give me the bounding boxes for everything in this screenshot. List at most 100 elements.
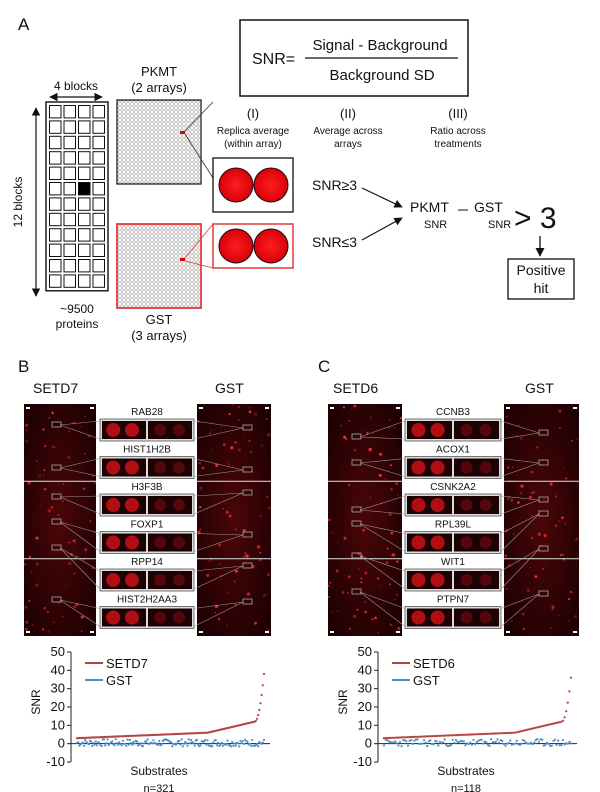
microarray-spot xyxy=(393,426,396,429)
connector xyxy=(500,513,540,534)
gst-point xyxy=(127,743,130,746)
microarray-spot xyxy=(84,453,86,455)
connector xyxy=(59,599,101,609)
inset-spot xyxy=(124,535,139,550)
gst-point xyxy=(496,738,499,741)
setd-point xyxy=(446,734,449,737)
gst-point xyxy=(386,739,389,742)
setd-point xyxy=(262,672,266,676)
gst-point xyxy=(87,743,90,746)
gst-point xyxy=(83,744,86,747)
microarray-spot xyxy=(226,510,229,514)
connector xyxy=(500,593,540,609)
gst-point xyxy=(246,740,249,743)
gst-point xyxy=(437,744,440,747)
gst-point xyxy=(467,742,470,746)
microarray-spot xyxy=(530,470,533,474)
microarray-spot xyxy=(27,481,31,485)
inset-spot xyxy=(411,535,426,550)
gst-point xyxy=(411,742,414,746)
microarray-spot xyxy=(374,616,377,620)
microarray-spot xyxy=(51,411,54,414)
connector xyxy=(193,492,244,497)
gst-point xyxy=(555,743,558,747)
setd-point xyxy=(496,732,499,735)
microarray-spot xyxy=(543,534,547,538)
panel-a: A SNR= Signal - Background Background SD… xyxy=(11,15,575,343)
gst-point xyxy=(178,739,181,743)
gst-point xyxy=(472,738,475,742)
gst-point xyxy=(103,738,106,741)
zoom-line xyxy=(184,101,214,132)
gst-point xyxy=(157,743,160,746)
pkmt-title: PKMT xyxy=(141,64,177,79)
setd-point xyxy=(560,720,563,723)
gst-point xyxy=(410,739,413,742)
gst-point xyxy=(219,743,222,746)
microarray-spot xyxy=(517,501,520,504)
microarray-spot xyxy=(254,621,257,625)
array-block-grid xyxy=(45,101,109,292)
microarray-spot xyxy=(504,554,507,557)
setd-point xyxy=(437,734,440,738)
setd-point xyxy=(472,733,475,736)
setd-point xyxy=(435,734,438,738)
setd-point xyxy=(453,734,456,737)
microarray-spot xyxy=(518,424,520,427)
microarray-spot xyxy=(328,518,331,522)
gst-point xyxy=(92,741,95,744)
connector xyxy=(500,432,540,440)
setd-point xyxy=(440,734,443,737)
connector xyxy=(359,591,406,609)
setd-point xyxy=(438,734,441,737)
gst-point xyxy=(491,741,494,744)
microarray-spot xyxy=(93,481,97,484)
microarray-spot xyxy=(28,555,32,559)
inset-spot xyxy=(124,610,139,625)
replica-spot xyxy=(218,167,254,203)
corner-marker xyxy=(573,631,577,633)
setd-point xyxy=(478,733,481,736)
gst-point xyxy=(232,744,235,747)
microarray-spot xyxy=(89,520,92,523)
connector xyxy=(193,427,244,440)
inset-spot xyxy=(106,573,121,587)
gst-point xyxy=(261,741,264,744)
protein-label: RAB28 xyxy=(131,407,163,418)
setd-point xyxy=(469,733,472,736)
gst-point xyxy=(395,742,398,745)
gst-point xyxy=(231,740,234,743)
microarray-spot xyxy=(76,555,79,558)
spot-box xyxy=(351,552,362,559)
gst-point xyxy=(470,743,473,746)
setd-point xyxy=(255,717,258,720)
gst-point xyxy=(218,744,221,748)
microarray-spot xyxy=(401,529,403,531)
microarray-spot xyxy=(543,498,545,501)
connector xyxy=(359,436,406,440)
chart-b-n: n=321 xyxy=(144,783,175,792)
array-block xyxy=(92,120,105,134)
microarray-spot xyxy=(505,587,508,590)
setd-point xyxy=(458,733,461,737)
y-tick-label: 50 xyxy=(358,644,372,659)
gst-point xyxy=(126,738,129,741)
gst-hit-spot xyxy=(180,258,185,261)
setd-point xyxy=(416,735,419,738)
setd-point xyxy=(260,693,263,697)
gst-point xyxy=(181,745,184,748)
inset-spot xyxy=(106,498,121,512)
gst-point xyxy=(179,743,182,746)
connector xyxy=(193,458,244,471)
gst-point xyxy=(230,745,233,748)
microarray-spot xyxy=(226,624,228,626)
microarray-spot xyxy=(571,591,573,594)
gst-point xyxy=(547,742,550,746)
array-block xyxy=(49,151,62,165)
connector xyxy=(59,458,101,469)
array-block xyxy=(49,212,62,227)
inset-spot xyxy=(479,461,492,474)
inset-spot xyxy=(460,461,473,474)
microarray-spot xyxy=(53,621,55,623)
